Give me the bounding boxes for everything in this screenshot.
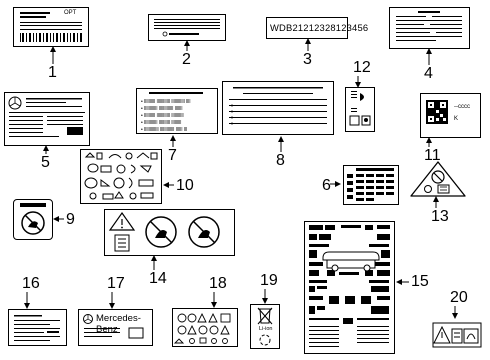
label-14-graphic	[108, 211, 220, 252]
label-4	[389, 7, 470, 49]
vin-number: WDB21212328123456	[270, 22, 369, 33]
label-11-mark: K	[454, 116, 459, 122]
label-10-graphic	[84, 152, 158, 200]
label-7-line-2: • llllllllllll lllllllllllll lllllll	[141, 106, 183, 112]
label-11: --cccc K	[420, 93, 481, 138]
barcode-graphic	[20, 12, 82, 42]
battery-type: Li-ion	[259, 326, 273, 332]
label-9	[13, 199, 53, 240]
label-4-graphic	[396, 11, 462, 41]
no-child-seat-icon	[20, 203, 46, 235]
callout-18: 18	[209, 275, 227, 292]
brand-name: Mercedes-Benz	[96, 313, 141, 335]
label-14	[104, 209, 235, 256]
label-16	[8, 309, 67, 346]
label-2	[148, 14, 226, 41]
callout-15: 15	[411, 273, 429, 290]
label-5-graphic	[8, 96, 85, 137]
callout-3: 3	[303, 51, 312, 68]
callout-9: 9	[66, 211, 75, 228]
label-10	[80, 149, 162, 204]
label-3: WDB21212328123456	[266, 17, 368, 39]
label-16-graphic	[14, 315, 60, 341]
label-8-graphic	[229, 87, 327, 125]
callout-11: 11	[424, 147, 441, 164]
label-13	[410, 161, 466, 197]
label-7-line-1: • llllllllll llllllllllll llllllllllll l…	[141, 99, 191, 105]
label-12	[345, 87, 375, 132]
label-18	[172, 308, 238, 347]
callout-12: 12	[353, 59, 371, 76]
label-15	[304, 221, 395, 354]
label-15-graphic	[309, 225, 390, 347]
label-7: • llllllllll llllllllllll llllllllllll l…	[136, 88, 218, 134]
label-18-graphic	[173, 312, 231, 344]
label-7-line-3: • llllllllll llllllllllll lllllllllll	[141, 113, 184, 119]
label-6-graphic	[347, 168, 394, 201]
label-20	[432, 322, 482, 348]
callout-14: 14	[149, 270, 167, 287]
callout-17: 17	[107, 275, 125, 292]
label-12-graphic	[349, 91, 371, 126]
callout-8: 8	[276, 152, 285, 169]
label-8	[222, 81, 334, 135]
callout-19: 19	[260, 272, 278, 289]
label-7-header	[149, 92, 203, 94]
callout-1: 1	[48, 64, 57, 81]
callout-16: 16	[22, 275, 40, 292]
callout-4: 4	[424, 65, 433, 82]
label-11-code: --cccc	[454, 104, 470, 110]
label-17-graphic	[83, 314, 144, 339]
qr-code-graphic	[426, 100, 448, 124]
label-2-graphic	[154, 19, 220, 37]
label-7-line-4: • llllllllllll llllllllll lllllllll	[141, 120, 182, 126]
callout-13: 13	[431, 208, 449, 225]
callout-5: 5	[41, 154, 50, 171]
label-1: OPT	[13, 7, 89, 47]
label-6	[343, 165, 399, 205]
label-5	[4, 92, 90, 146]
option-code: OPT	[64, 10, 77, 16]
label-7-line-5: • lllllllllllll lllllllllllll llllll lll	[141, 127, 188, 133]
callout-7: 7	[168, 147, 177, 164]
label-17: Mercedes-Benz	[78, 309, 153, 346]
label-19: Li-ion	[250, 304, 280, 349]
callout-6: 6	[322, 177, 331, 194]
callout-2: 2	[182, 51, 191, 68]
callout-10: 10	[176, 177, 194, 194]
recycling-graphic	[257, 307, 273, 346]
callout-20: 20	[450, 289, 468, 306]
